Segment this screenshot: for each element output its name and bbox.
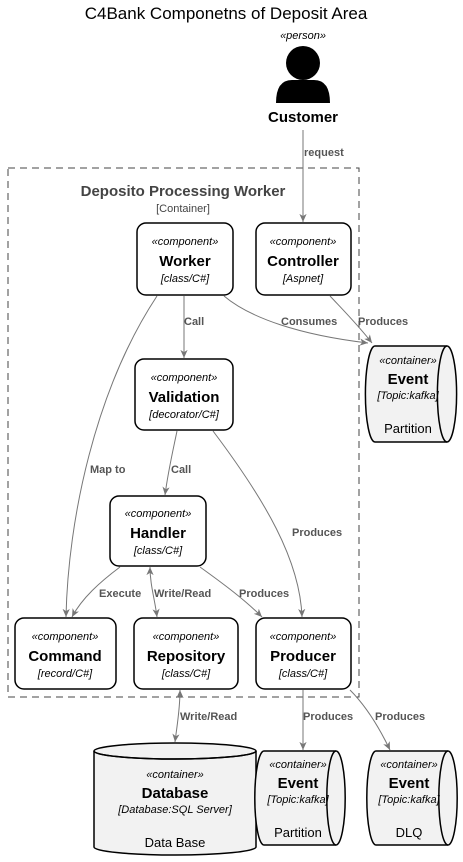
handler-stereotype: «component» [125,508,192,520]
event-top-stereotype: «container» [379,355,437,367]
produces-label-partition: Produces [303,711,353,723]
event-dlq-stereotype: «container» [380,759,438,771]
event-dlq-name: Event [389,775,430,792]
container-event-dlq: «container» Event [Topic:kafka] DLQ [366,750,458,846]
producer-stereotype: «component» [270,631,337,643]
handler-tech: [class/C#] [133,545,183,557]
consumes-label: Consumes [281,316,337,328]
execute-label: Execute [99,588,141,600]
write-read-arrow-handler [146,566,160,618]
command-tech: [record/C#] [37,668,93,680]
produces-arrow-controller [329,295,373,344]
produces-label-handler: Produces [239,588,289,600]
event-partition-desc: Partition [274,825,322,840]
produces-arrow-validation [212,430,306,618]
produces-arrow-handler [199,566,263,618]
event-top-tech: [Topic:kafka] [376,390,439,402]
boundary-name: Deposito Processing Worker [81,183,286,200]
write-read-label-handler: Write/Read [154,588,211,600]
diagram-title: C4Bank Componetns of Deposit Area [85,4,368,23]
produces-label-controller: Produces [358,316,408,328]
repository-name: Repository [147,648,226,665]
execute-arrow [71,566,121,618]
producer-tech: [class/C#] [278,668,328,680]
map-to-label: Map to [90,464,126,476]
worker-tech: [class/C#] [160,273,210,285]
event-top-name: Event [388,371,429,388]
component-worker: «component» Worker [class/C#] [136,222,234,296]
call-label-1: Call [184,316,204,328]
event-dlq-desc: DLQ [396,825,423,840]
container-event-partition: «container» Event [Topic:kafka] Partitio… [254,750,346,846]
person-name: Customer [268,109,338,126]
database-name: Database [142,785,209,802]
produces-arrow-dlq [349,689,391,751]
relations [62,130,391,751]
component-command: «component» Command [record/C#] [14,617,117,690]
handler-name: Handler [130,525,186,542]
component-producer: «component» Producer [class/C#] [255,617,352,690]
component-validation: «component» Validation [decorator/C#] [134,358,234,431]
person-customer: «person» Customer [268,30,338,126]
validation-tech: [decorator/C#] [148,409,220,421]
event-top-desc: Partition [384,421,432,436]
component-handler: «component» Handler [class/C#] [109,495,207,567]
component-controller: «component» Controller [Aspnet] [255,222,352,296]
component-repository: «component» Repository [class/C#] [133,617,239,690]
worker-name: Worker [159,253,211,270]
call-label-2: Call [171,464,191,476]
database-tech: [Database:SQL Server] [117,804,232,816]
consumes-arrow [223,295,369,346]
request-label: request [304,147,344,159]
person-icon [276,46,330,103]
command-name: Command [28,648,101,665]
produces-label-dlq: Produces [375,711,425,723]
container-database: «container» Database [Database:SQL Serve… [93,742,257,856]
container-event-top: «container» Event [Topic:kafka] Partitio… [364,345,458,443]
produces-label-validation: Produces [292,527,342,539]
boundary-type: [Container] [156,203,210,215]
event-dlq-tech: [Topic:kafka] [377,794,440,806]
validation-stereotype: «component» [151,372,218,384]
event-partition-tech: [Topic:kafka] [266,794,329,806]
repository-stereotype: «component» [153,631,220,643]
validation-name: Validation [149,389,220,406]
relation-labels: request Call Consumes Produces Map to Ca… [90,147,425,723]
database-stereotype: «container» [146,769,204,781]
write-read-label-db: Write/Read [180,711,237,723]
controller-name: Controller [267,253,339,270]
worker-stereotype: «component» [152,236,219,248]
write-read-arrow-db [172,689,184,743]
database-desc: Data Base [145,835,206,850]
controller-tech: [Aspnet] [282,273,324,285]
controller-stereotype: «component» [270,236,337,248]
person-stereotype: «person» [280,30,326,42]
command-stereotype: «component» [32,631,99,643]
producer-name: Producer [270,648,336,665]
call-arrow-validation-handler [162,430,178,496]
container-boundary: Deposito Processing Worker [Container] [7,167,360,698]
event-partition-stereotype: «container» [269,759,327,771]
repository-tech: [class/C#] [161,668,211,680]
map-to-arrow [62,295,158,618]
event-partition-name: Event [278,775,319,792]
